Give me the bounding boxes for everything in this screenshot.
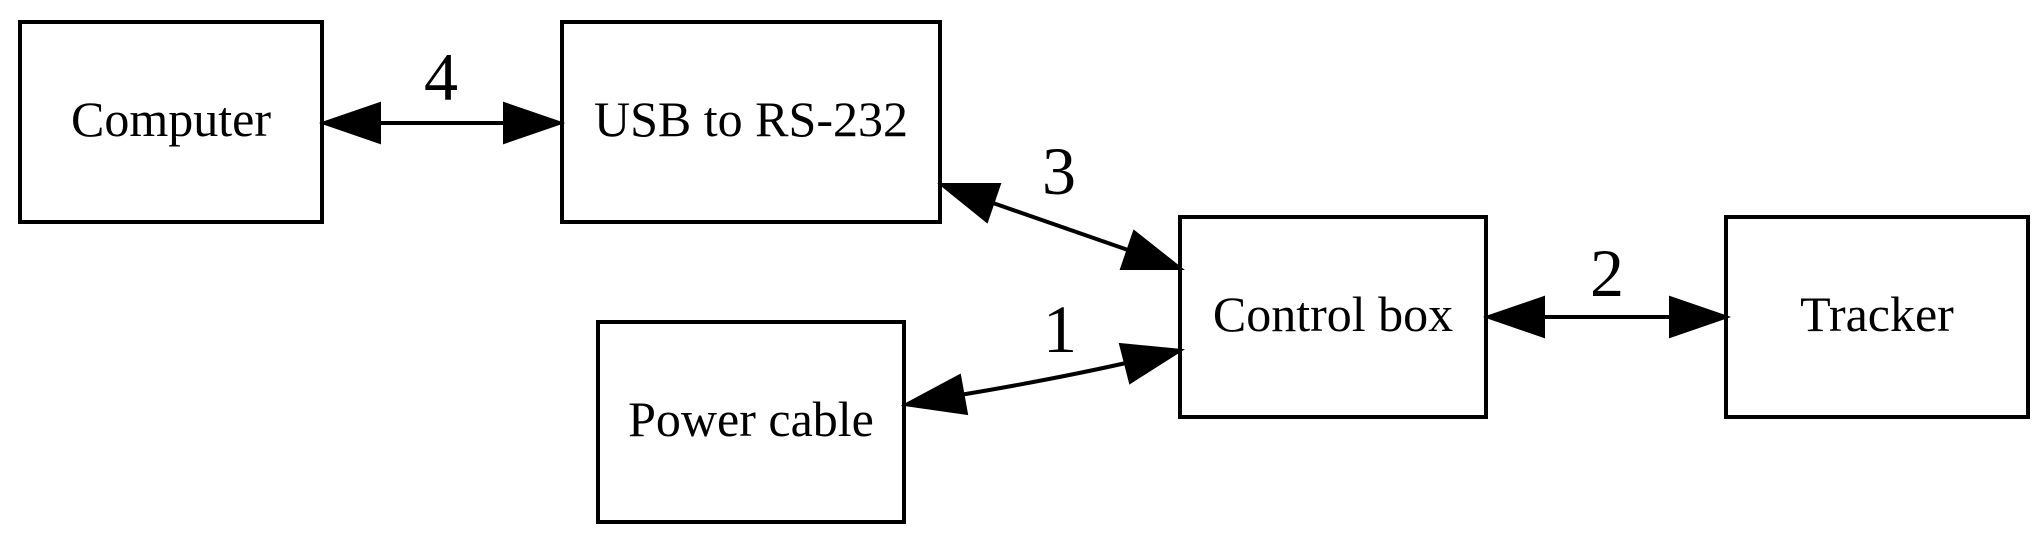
edge-line <box>959 361 1127 397</box>
node-box <box>1724 215 2030 419</box>
arrowhead-right <box>1669 295 1732 339</box>
node-box <box>18 20 324 224</box>
edge-label-usb-control: 3 <box>1042 133 1076 209</box>
node-tracker: Tracker <box>1724 215 2030 419</box>
node-label-usb-to-rs232: USB to RS-232 <box>594 91 908 147</box>
node-computer: Computer <box>18 20 324 224</box>
edge-power-control: 1 <box>900 291 1185 416</box>
node-box <box>560 20 942 224</box>
node-power-cable: Power cable <box>596 320 906 524</box>
edge-label-computer-usb: 4 <box>424 39 458 115</box>
arrowhead-left <box>1482 295 1545 339</box>
arrowhead-right <box>1118 342 1185 385</box>
node-usb-to-rs232: USB to RS-232 <box>560 20 942 224</box>
arrowhead-left <box>900 373 969 416</box>
node-label-power-cable: Power cable <box>628 391 874 447</box>
arrowhead-left <box>318 101 381 145</box>
node-box <box>1178 215 1488 419</box>
node-label-computer: Computer <box>71 91 271 147</box>
node-box <box>596 320 906 524</box>
edge-line <box>992 201 1129 252</box>
edge-label-power-control: 1 <box>1043 291 1077 367</box>
arrowhead-right <box>503 101 566 145</box>
edge-label-control-tracker: 2 <box>1590 235 1624 311</box>
node-label-tracker: Tracker <box>1800 286 1954 342</box>
node-control-box: Control box <box>1178 215 1488 419</box>
edge-usb-control: 3 <box>937 133 1185 270</box>
arrowhead-left <box>937 183 1002 224</box>
edge-control-tracker: 2 <box>1482 235 1732 339</box>
arrowhead-right <box>1119 229 1185 270</box>
node-label-control-box: Control box <box>1213 286 1453 342</box>
edge-computer-usb: 4 <box>318 39 566 145</box>
